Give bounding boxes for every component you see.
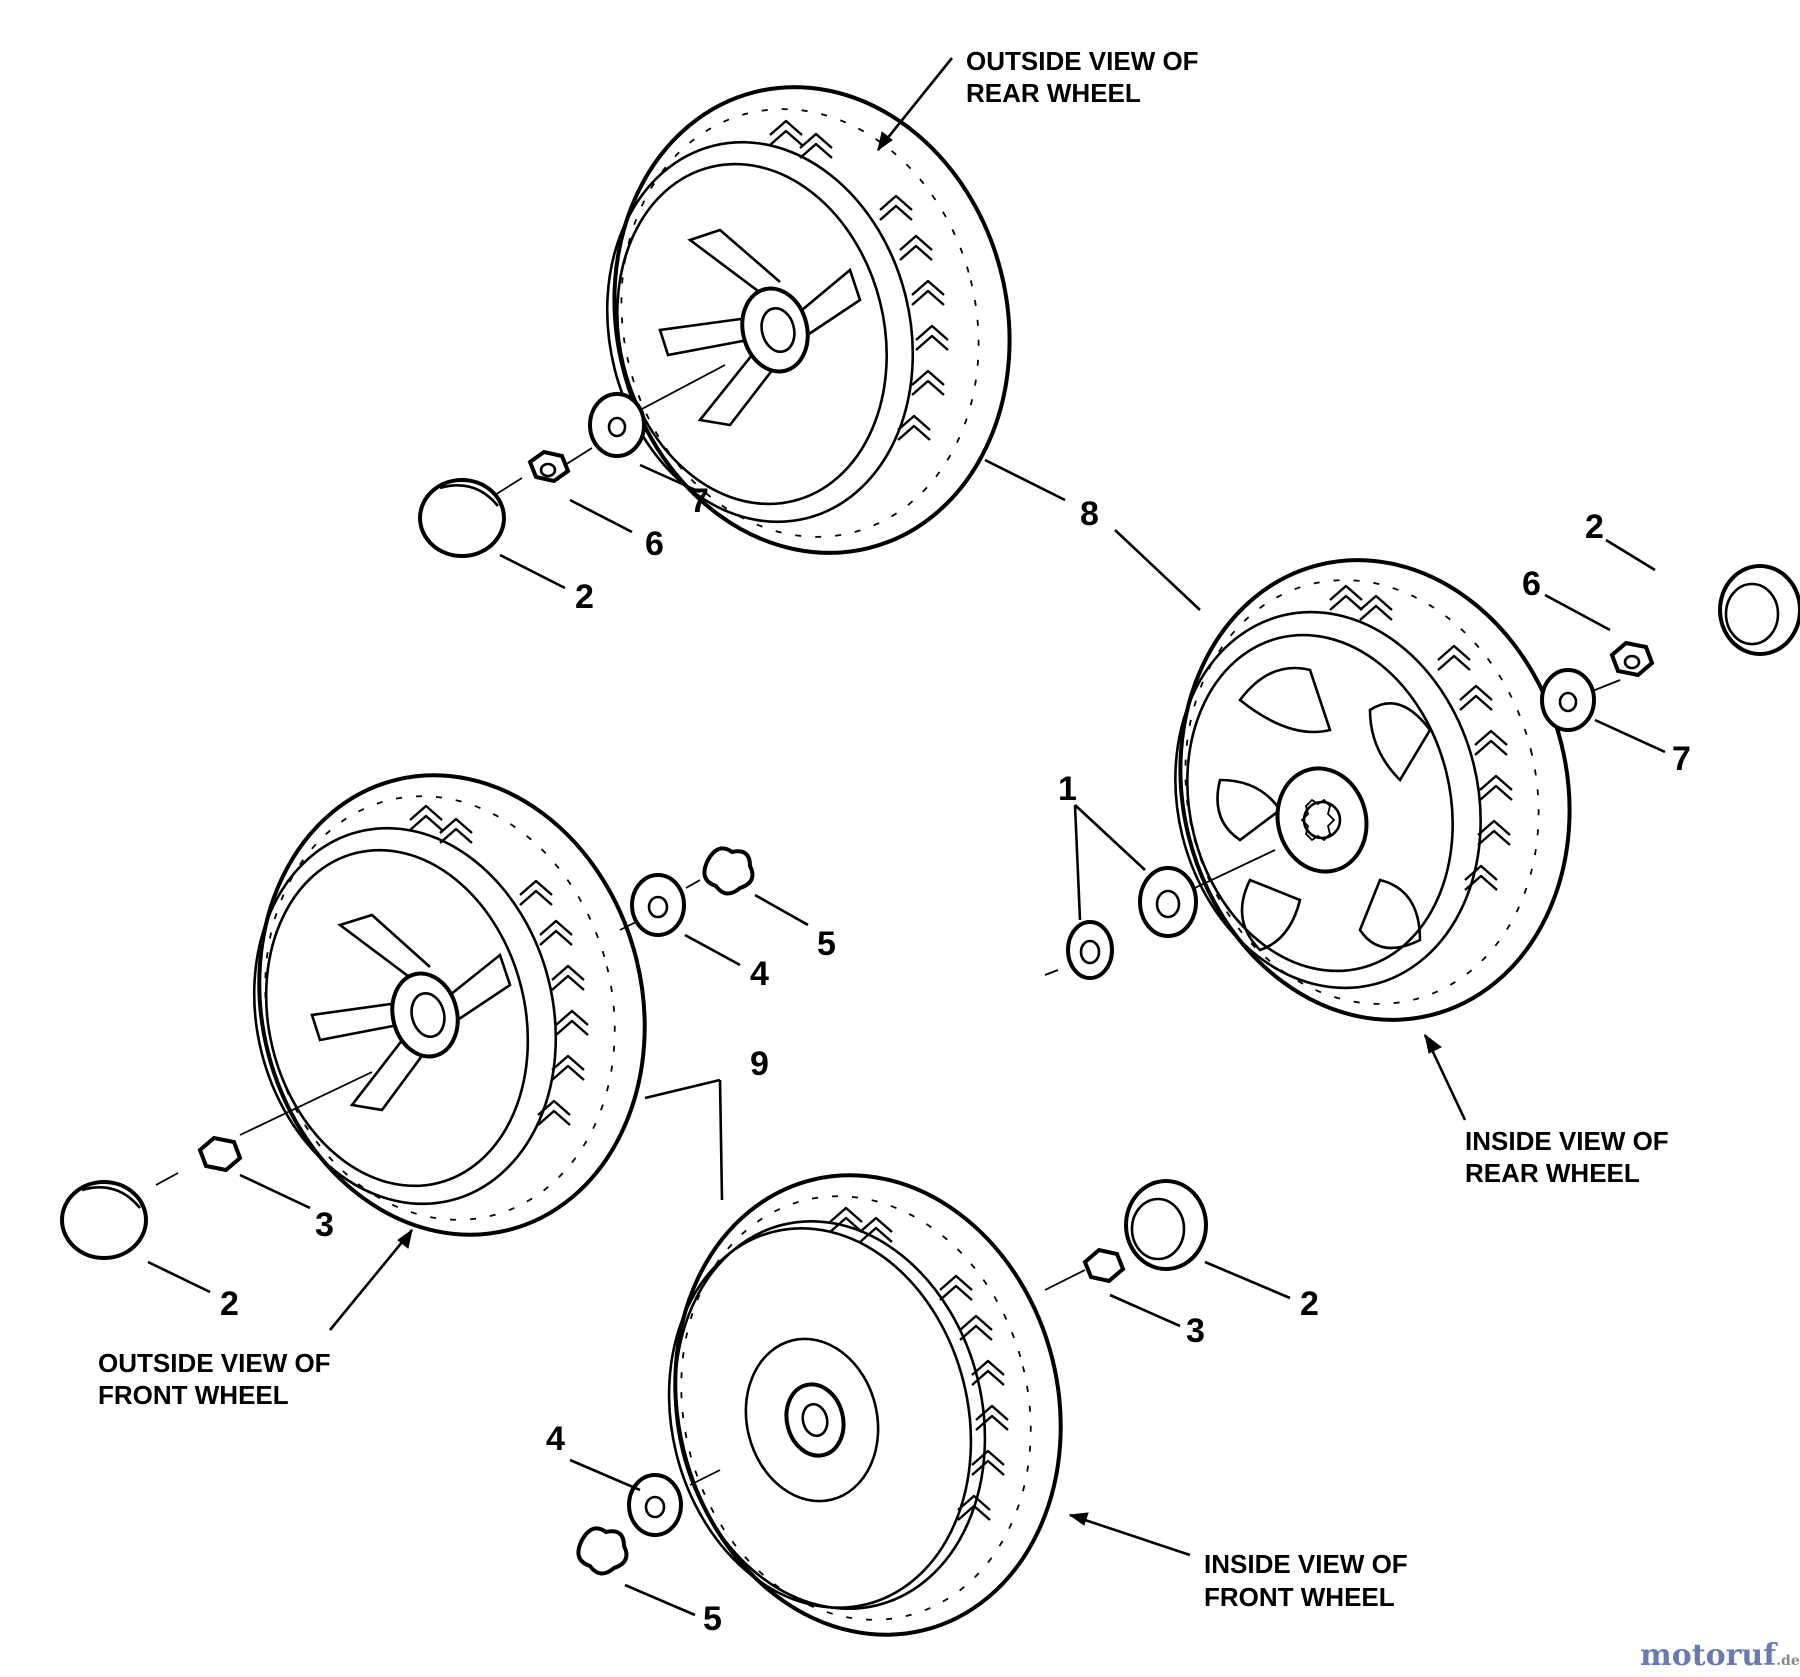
washer-7 (588, 392, 646, 458)
part-number-7: 7 (690, 482, 709, 520)
washer-4b (627, 1473, 683, 1537)
leader-lines (147, 57, 1666, 1617)
bolt-3 (197, 1135, 243, 1173)
caption-rear-outside-1: OUTSIDE VIEW OF (966, 46, 1199, 76)
nut-6b (1609, 640, 1655, 678)
part-number-4: 4 (546, 1420, 565, 1458)
cap-2b (1718, 564, 1800, 656)
part-number-5: 5 (703, 1600, 722, 1638)
svg-text:motoruf.de: motoruf.de (1640, 1638, 1800, 1673)
front-inside-hardware (576, 1179, 1208, 1576)
part-numbers: 7 6 2 8 2 6 7 1 5 4 9 3 2 2 3 4 5 (220, 482, 1691, 1638)
front-wheel-outside (252, 773, 647, 1237)
rear-outside-hardware (418, 364, 726, 558)
bushing-1b (1066, 920, 1114, 980)
part-number-4: 4 (750, 955, 769, 993)
watermark-suffix: .de (1776, 1653, 1800, 1669)
part-number-9: 9 (750, 1045, 769, 1083)
watermark: motoruf.de (1640, 1638, 1800, 1673)
retainer-5b (576, 1526, 629, 1576)
cap-2d (1124, 1179, 1208, 1271)
part-number-2: 2 (1300, 1285, 1319, 1323)
rear-inside-hardware (1044, 564, 1800, 980)
part-number-2: 2 (575, 578, 594, 616)
washer-7b (1540, 668, 1596, 732)
part-number-7: 7 (1672, 740, 1691, 778)
bushing-1a (1138, 866, 1198, 938)
caption-rear-outside-2: REAR WHEEL (966, 78, 1141, 108)
part-number-6: 6 (1522, 565, 1541, 603)
part-number-8: 8 (1080, 495, 1099, 533)
front-wheel-inside (667, 1173, 1063, 1637)
caption-rear-inside-2: REAR WHEEL (1465, 1158, 1640, 1188)
rear-wheel-outside (605, 85, 1012, 555)
retainer-5 (702, 846, 755, 896)
cap-2c (60, 1180, 148, 1260)
caption-rear-inside-1: INSIDE VIEW OF (1465, 1126, 1669, 1156)
watermark-brand: motoruf (1640, 1638, 1778, 1673)
washer-4 (630, 873, 686, 937)
captions: OUTSIDE VIEW OF REAR WHEEL INSIDE VIEW O… (98, 46, 1669, 1612)
part-number-3: 3 (315, 1206, 334, 1244)
part-number-2: 2 (220, 1285, 239, 1323)
part-number-2: 2 (1585, 508, 1604, 546)
nut-6 (527, 449, 571, 484)
caption-front-outside-2: FRONT WHEEL (98, 1380, 289, 1410)
part-number-3: 3 (1186, 1312, 1205, 1350)
part-number-1: 1 (1058, 770, 1077, 808)
bolt-3b (1082, 1247, 1126, 1284)
part-number-6: 6 (645, 525, 664, 563)
part-number-5: 5 (817, 925, 836, 963)
front-outside-hardware (60, 846, 755, 1260)
caption-front-inside-2: FRONT WHEEL (1204, 1582, 1395, 1612)
cap-2 (418, 478, 506, 558)
caption-front-inside-1: INSIDE VIEW OF (1204, 1549, 1408, 1579)
caption-front-outside-1: OUTSIDE VIEW OF (98, 1348, 331, 1378)
rear-wheel-inside (1174, 558, 1572, 1022)
